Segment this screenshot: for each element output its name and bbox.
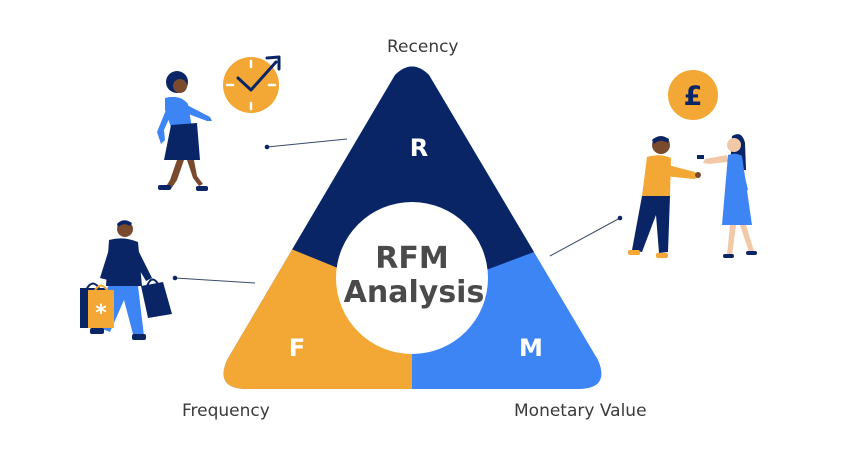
- connector-dot-frequency: [172, 275, 178, 281]
- svg-text:*: *: [95, 301, 107, 326]
- connector-recency: [266, 138, 348, 148]
- connector-lines: [174, 138, 621, 284]
- clock-with-arrow-icon: [223, 55, 281, 113]
- center-title-line1: RFM: [375, 241, 448, 276]
- pound-coin-icon: £: [668, 70, 718, 120]
- receiving-woman-icon: [697, 134, 757, 258]
- segment-letter-m: M: [519, 334, 543, 362]
- connector-dot-monetary: [617, 215, 623, 221]
- currency-symbol: £: [684, 81, 703, 112]
- walking-woman-icon: [157, 71, 212, 191]
- connector-frequency: [174, 277, 256, 284]
- connector-dot-recency: [264, 144, 270, 150]
- segment-letter-r: R: [410, 134, 428, 162]
- label-recency: Recency: [387, 37, 459, 57]
- label-frequency: Frequency: [182, 401, 270, 421]
- segment-letter-f: F: [289, 334, 305, 362]
- label-monetary-value: Monetary Value: [514, 401, 647, 421]
- shopper-man-icon: *: [80, 220, 172, 340]
- center-title-line2: Analysis: [344, 275, 485, 310]
- connector-monetary: [549, 217, 621, 257]
- paying-man-icon: [628, 136, 701, 258]
- center-circle: [336, 202, 488, 354]
